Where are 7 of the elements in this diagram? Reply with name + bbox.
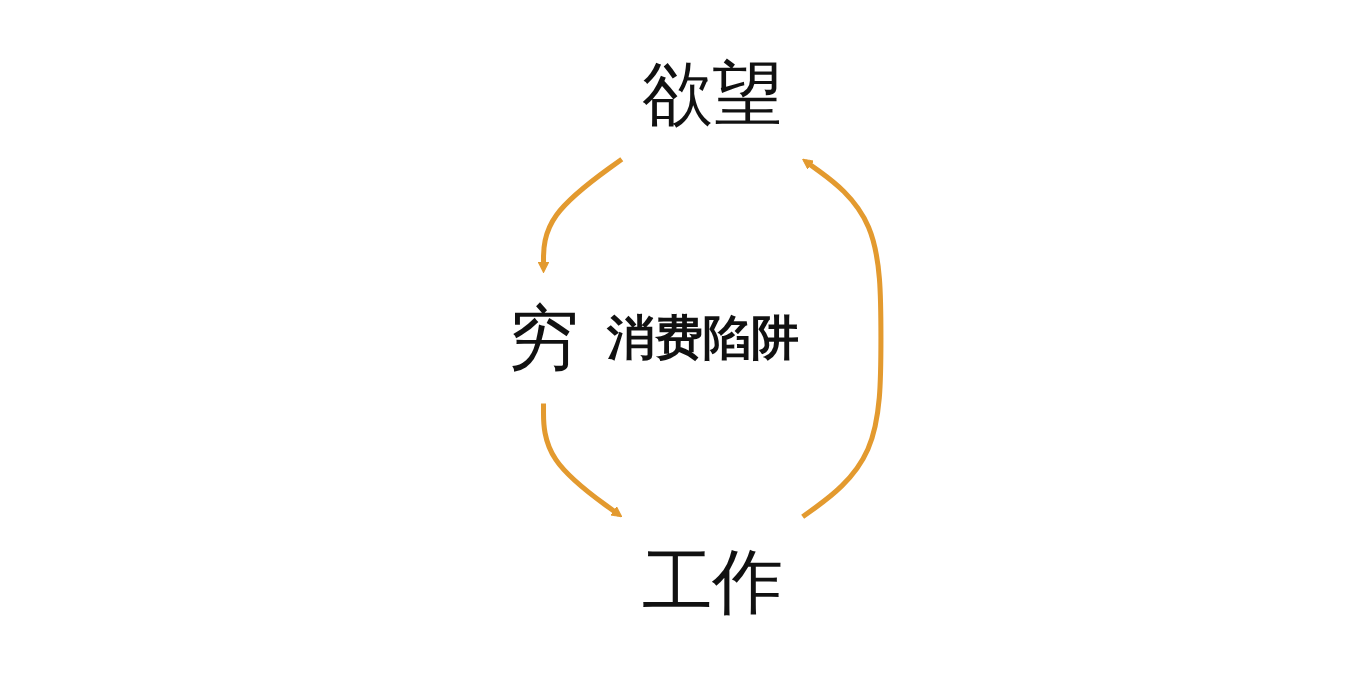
node-text: 工作: [641, 540, 783, 623]
arrow: [537, 157, 624, 274]
node-text: 穷: [508, 296, 579, 379]
node-text: 欲望: [641, 52, 783, 135]
center-label: 消费陷阱: [607, 308, 800, 367]
arrow: [801, 158, 884, 519]
arrow: [541, 403, 623, 518]
